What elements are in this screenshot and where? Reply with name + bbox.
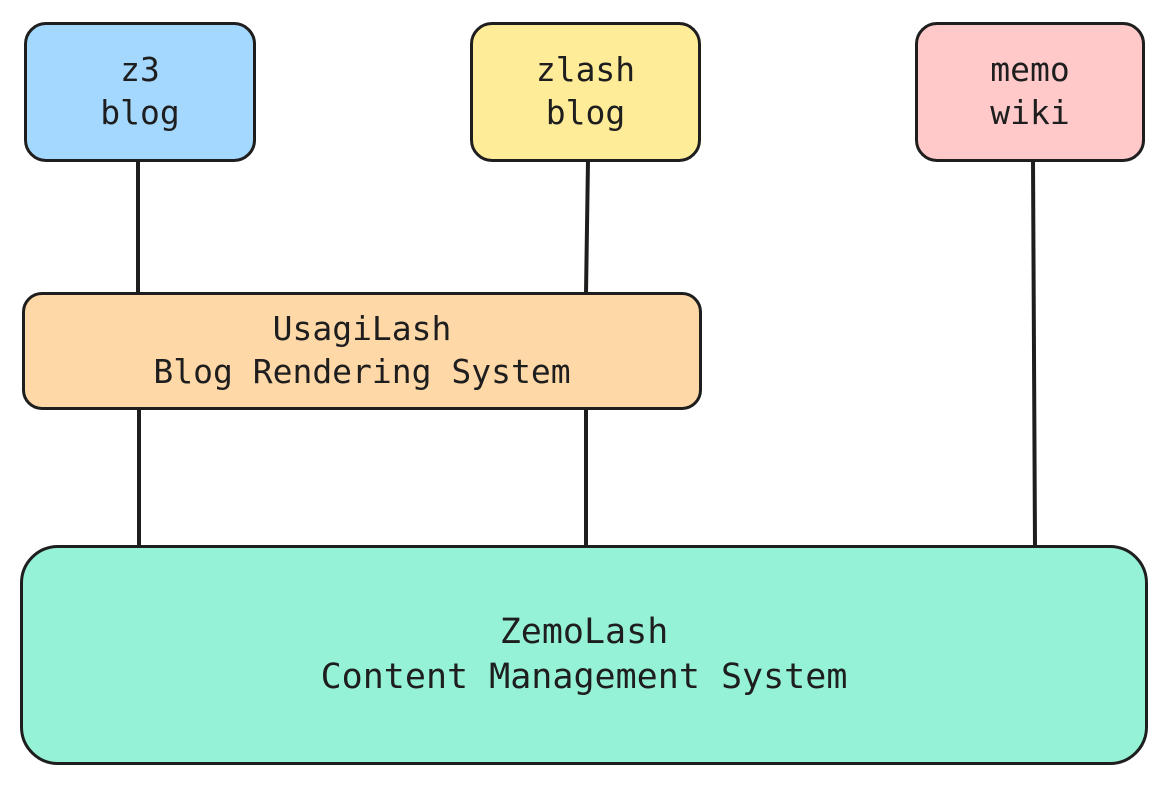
usagilash-subtitle: Blog Rendering System [153, 352, 571, 391]
zlash-blog-title: zlash [535, 50, 636, 90]
z3-blog-subtitle: blog [100, 93, 180, 132]
z3-blog-node: z3 blog [24, 22, 256, 162]
usagilash-node: UsagiLash Blog Rendering System [22, 292, 702, 410]
zemolash-subtitle: Content Management System [320, 657, 848, 697]
z3-blog-title: z3 [120, 50, 160, 90]
usagilash-title: UsagiLash [272, 309, 452, 349]
memo-wiki-node: memo wiki [915, 22, 1145, 162]
zlash-blog-node: zlash blog [470, 22, 701, 162]
connector-zlash-to-usagilash [584, 158, 590, 296]
memo-wiki-title: memo [990, 50, 1070, 90]
zlash-blog-subtitle: blog [545, 93, 626, 132]
connector-memo-to-zemolash [1031, 158, 1037, 549]
zemolash-node: ZemoLash Content Management System [20, 545, 1148, 765]
memo-wiki-subtitle: wiki [990, 93, 1070, 132]
zemolash-title: ZemoLash [499, 611, 669, 652]
